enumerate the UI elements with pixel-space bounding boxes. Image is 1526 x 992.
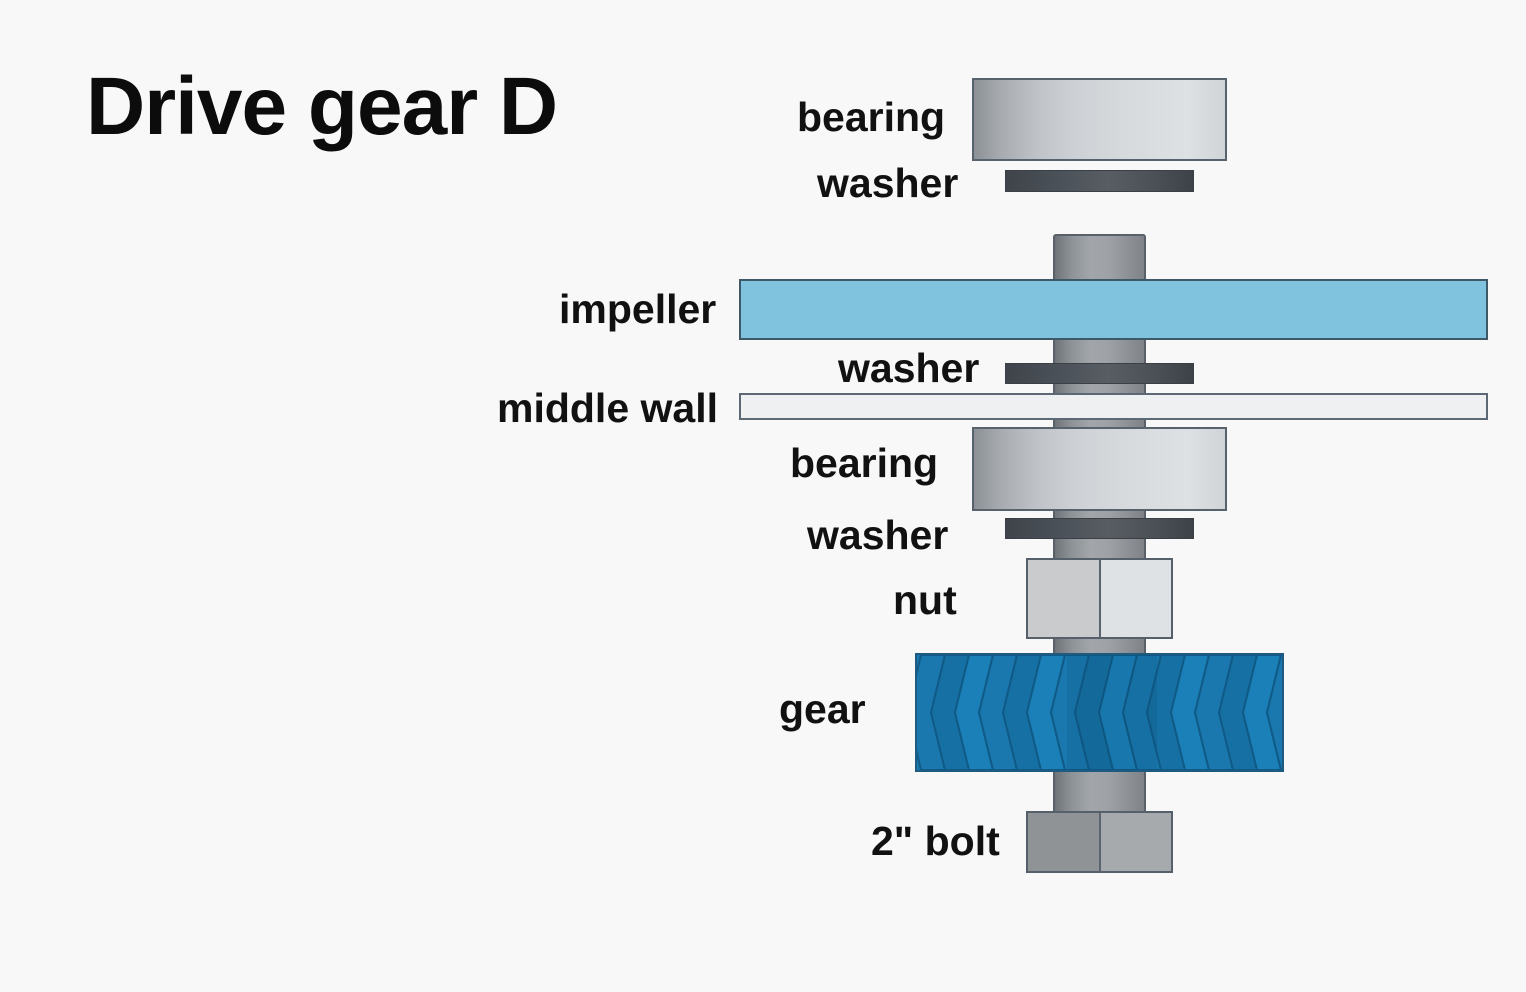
label-washer-top: washer	[817, 160, 959, 206]
label-gear: gear	[779, 686, 866, 732]
nut-face-right	[1100, 560, 1171, 637]
gear-tooth	[1145, 655, 1187, 770]
impeller-plate	[739, 279, 1488, 340]
bolt-head	[1026, 811, 1173, 873]
label-impeller: impeller	[559, 286, 717, 332]
label-bearing-top: bearing	[797, 94, 946, 140]
diagram-title: Drive gear D	[86, 61, 558, 152]
gear-tooth	[1025, 655, 1067, 770]
gear-teeth-icon	[917, 655, 1282, 770]
washer-lower	[1005, 518, 1194, 539]
bolt-face-left	[1028, 813, 1101, 871]
gear-tooth	[953, 655, 995, 770]
gear-tooth	[1241, 655, 1282, 770]
gear-tooth	[1121, 655, 1163, 770]
gear-tooth	[1169, 655, 1211, 770]
washer-mid	[1005, 363, 1194, 384]
gear-tooth	[1073, 655, 1115, 770]
gear-tooth	[929, 655, 971, 770]
middle-wall-plate	[739, 393, 1488, 420]
bearing-lower	[972, 427, 1227, 511]
nut-face-left	[1028, 560, 1101, 637]
gear-tooth	[1001, 655, 1043, 770]
gear-tooth	[1265, 655, 1282, 770]
gear-tooth	[1097, 655, 1139, 770]
label-washer-lower: washer	[807, 512, 949, 558]
gear-tooth	[1049, 655, 1091, 770]
label-middle-wall: middle wall	[497, 385, 718, 431]
hex-nut	[1026, 558, 1173, 639]
herringbone-gear	[915, 653, 1284, 772]
label-nut: nut	[893, 577, 957, 623]
label-bolt: 2" bolt	[871, 818, 1000, 864]
bearing-top	[972, 78, 1227, 161]
label-bearing-lower: bearing	[790, 440, 939, 486]
gear-tooth	[1193, 655, 1235, 770]
label-washer-mid: washer	[838, 345, 980, 391]
washer-top	[1005, 170, 1194, 192]
gear-shade	[1067, 655, 1157, 770]
bolt-face-right	[1100, 813, 1171, 871]
gear-tooth	[1217, 655, 1259, 770]
gear-tooth	[977, 655, 1019, 770]
